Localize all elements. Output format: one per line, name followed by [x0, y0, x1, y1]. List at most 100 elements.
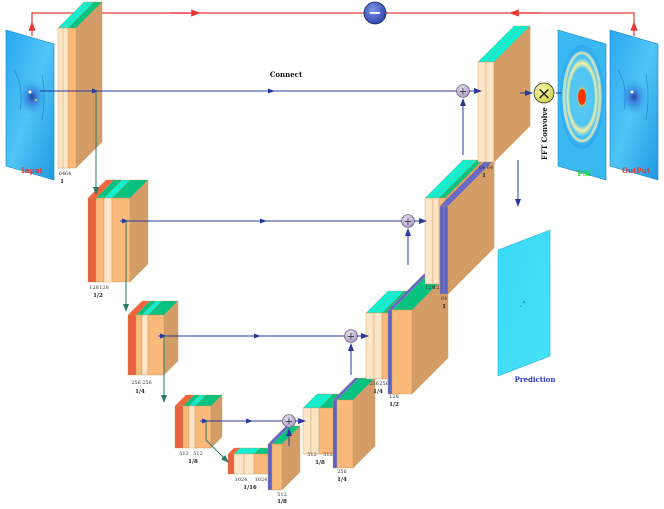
- dec2-ch-a: 128: [425, 285, 435, 291]
- bott-slab-b-front: [233, 453, 245, 475]
- enc2-slab-b-front: [95, 197, 105, 283]
- enc1-ch-b: 64: [65, 171, 71, 177]
- dec1-ch-b: 64: [487, 165, 493, 171]
- dec1-ch-a: 64: [479, 165, 485, 171]
- minus-symbol: −: [368, 3, 381, 22]
- enc2-slab-a-front: [87, 197, 97, 283]
- dec1-scale: 1: [482, 173, 486, 179]
- enc2-slab-d-front: [111, 197, 131, 283]
- plus-op-l3-symbol: +: [347, 332, 355, 343]
- bott-scale: 1/16: [243, 485, 257, 491]
- enc3-ch-a: 256: [131, 380, 141, 386]
- skip-arrow-l2-mid: [260, 218, 267, 224]
- dec4-up-scale: 1/8: [277, 499, 287, 505]
- dec4-up-ch: 512: [277, 492, 287, 498]
- enc3-ch-b: 256: [142, 380, 152, 386]
- times-symbol: ×: [537, 84, 551, 104]
- input-image: [5, 29, 55, 181]
- down-arrow-4b: [205, 439, 229, 463]
- enc2-ch-a: 128: [89, 285, 99, 291]
- enc2-scale: 1/2: [93, 293, 103, 299]
- enc3-scale: 1/4: [135, 389, 145, 395]
- dec2-up-slab-front: [387, 309, 393, 395]
- dec1-up-slab-b-front: [443, 205, 449, 295]
- enc4-ch-a: 512: [179, 451, 189, 457]
- dec1-up-slab-front: [439, 205, 445, 295]
- bott-ch-b: 1024: [255, 477, 268, 483]
- prediction-label: Prediction: [515, 375, 556, 384]
- enc1-slab-c-front: [67, 27, 77, 169]
- dec3-slab-a-front: [365, 312, 375, 380]
- enc2-slab-d: [111, 179, 149, 283]
- dec4-slab-a-front: [302, 407, 312, 455]
- dec3-up-slab-b: [336, 377, 376, 469]
- enc4-slab-a-front: [174, 405, 184, 449]
- dec4-slab-b-front: [310, 407, 320, 455]
- connect-label: Connect: [270, 70, 303, 79]
- enc1-ch-a: 64: [59, 171, 65, 177]
- input-label: Input: [21, 166, 43, 175]
- dec4-up-slab-b-front: [271, 443, 283, 491]
- plus-op-l1-symbol: +: [459, 87, 467, 98]
- dec2-slab-b-front: [432, 197, 440, 285]
- enc3-slab-d-front: [147, 314, 165, 376]
- psf-image: [557, 29, 607, 181]
- dec2-ch-b: 128: [433, 285, 443, 291]
- enc4-slab-b-front: [182, 405, 190, 449]
- bott-ch-a: 1024: [235, 477, 248, 483]
- dec1-up-ch: 64: [441, 296, 447, 302]
- dec2-slab-a-front: [424, 197, 434, 285]
- skip-arrow-l4-mid: [246, 418, 253, 424]
- dec3-ch-a: 256: [369, 381, 379, 387]
- prediction-image: [497, 229, 551, 377]
- bott-slab-c-front: [243, 453, 255, 475]
- dec1-slab-a-front: [477, 61, 487, 163]
- dec2-up-scale: 1/2: [389, 402, 399, 408]
- dec3-up-scale: 1/4: [337, 477, 347, 483]
- output-image: [609, 29, 659, 181]
- enc3-slab-d: [147, 300, 179, 376]
- enc4-scale: 1/8: [188, 459, 198, 465]
- enc4-ch-b: 512: [193, 451, 203, 457]
- dec2-up-slab-b: [391, 273, 449, 395]
- dec1-slab-c: [493, 25, 531, 163]
- fft-convolve-label: FFT Convolve: [540, 107, 549, 160]
- top-feedback-loop: −: [28, 1, 638, 36]
- dec3-up-slab-b-front: [336, 399, 354, 469]
- enc1-scale: 1: [60, 179, 64, 185]
- dec1-up-scale: 1: [442, 304, 446, 310]
- enc4-slab-d-front: [194, 405, 212, 449]
- output-label: OutPut: [622, 166, 651, 175]
- dec1-up-slab-c-side: [447, 159, 495, 295]
- skip-arrow-l3-mid: [254, 333, 261, 339]
- dec4-scale: 1/8: [315, 460, 325, 466]
- dec3-scale: 1/4: [373, 389, 383, 395]
- dec4-up-slab-front: [267, 443, 273, 491]
- dec3-up-slab-front: [332, 399, 338, 469]
- bott-slab-d-front: [253, 453, 269, 475]
- dec3-ch-b: 256: [379, 381, 389, 387]
- fft-multiply-operator: [533, 82, 555, 104]
- enc2-slab-d-side: [129, 179, 149, 283]
- dec3-slab-b-front: [373, 312, 383, 380]
- enc3-slab-c-front: [141, 314, 149, 376]
- enc1-slab-c-side: [75, 1, 103, 169]
- enc4-slab-c-front: [188, 405, 196, 449]
- enc1-slab-c: [67, 1, 103, 169]
- psf-label: PSF: [577, 169, 592, 178]
- plus-op-l4-symbol: +: [285, 417, 293, 428]
- enc2-slab-c-front: [103, 197, 113, 283]
- enc3-slab-a-front: [127, 314, 137, 376]
- dec1-slab-c-side: [493, 25, 531, 163]
- plus-op-l2-symbol: +: [404, 217, 412, 228]
- dec4-ch-a: 512: [307, 452, 317, 458]
- enc3-slab-b-front: [135, 314, 143, 376]
- dec3-up-ch: 256: [337, 469, 347, 475]
- dec2-up-slab-b-front: [391, 309, 413, 395]
- skip-arrow-l1-mid: [268, 88, 275, 94]
- enc2-ch-b: 128: [99, 285, 109, 291]
- minus-operator: [363, 1, 387, 25]
- dec2-up-ch: 128: [389, 394, 399, 400]
